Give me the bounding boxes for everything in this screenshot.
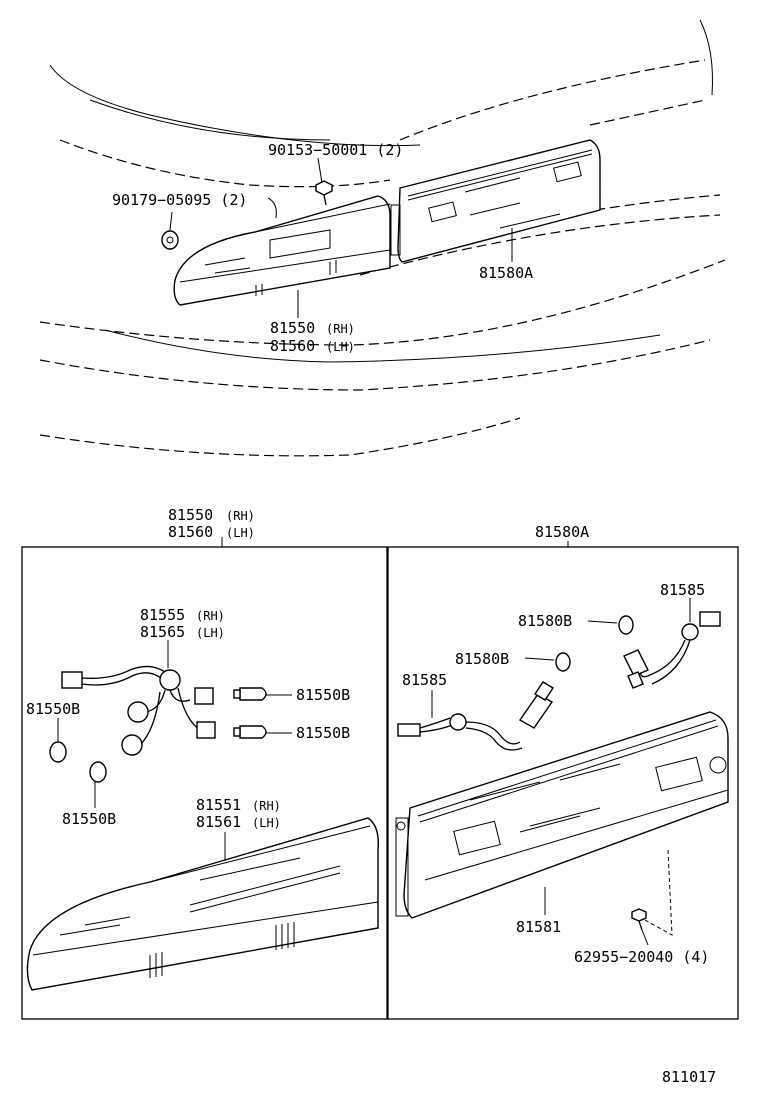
vehicle-body-outline: [39, 19, 726, 457]
right-exploded-box: [387, 546, 739, 1020]
label-right-header-81580a: 81580A: [535, 523, 589, 541]
socket-wire-right: [623, 611, 721, 689]
label-socket-rh: (RH): [196, 609, 225, 623]
label-socket-81585-right: 81585: [660, 581, 705, 599]
label-lens-81561: 81561: [196, 813, 241, 831]
screw-guide: [644, 849, 673, 936]
screw-icon: [631, 908, 647, 931]
bulb-icon: [618, 615, 634, 635]
label-socket-lh: (LH): [196, 626, 225, 640]
bulb-icon: [49, 741, 67, 763]
label-left-header-81550: 81550: [168, 506, 213, 524]
label-left-header-rh: (RH): [226, 509, 255, 523]
label-nut-90179: 90179−05095 (2): [112, 191, 247, 209]
label-bulb-81550b-b: 81550B: [296, 724, 350, 742]
bulb-icon: [555, 652, 571, 672]
diagram-number: 811017: [662, 1068, 716, 1086]
label-screw-90153: 90153−50001 (2): [268, 141, 403, 159]
label-garnish-81580a: 81580A: [479, 264, 533, 282]
label-socket-81585-left: 81585: [402, 671, 447, 689]
bulb-mid-leader: [524, 657, 555, 661]
label-socket-81565: 81565: [140, 623, 185, 641]
label-lamp-lh: (LH): [326, 340, 355, 354]
label-lens-rh: (RH): [252, 799, 281, 813]
screw-leader: [317, 157, 323, 184]
label-lamp-81560: 81560: [270, 337, 315, 355]
label-bulb-81550b-c: 81550B: [26, 700, 80, 718]
label-lamp-81550: 81550: [270, 319, 315, 337]
label-bulb-81580b-top: 81580B: [518, 612, 572, 630]
bulb-top-leader: [587, 620, 618, 624]
bulb-icon: [89, 761, 107, 783]
mount-stud: [267, 197, 277, 219]
bulb-icon: [233, 725, 267, 739]
rear-garnish-small: [390, 139, 601, 263]
label-lamp-rh: (RH): [326, 322, 355, 336]
nut-icon: [161, 230, 179, 250]
socket-wire-left: [397, 681, 554, 751]
label-lens-81581: 81581: [516, 918, 561, 936]
label-bulb-81550b-a: 81550B: [296, 686, 350, 704]
left-exploded-box: [21, 546, 388, 1020]
nut-leader: [169, 211, 173, 231]
label-socket-81555: 81555: [140, 606, 185, 624]
screw-icon: [315, 180, 333, 206]
label-bulb-81550b-d: 81550B: [62, 810, 116, 828]
label-screw-62955: 62955−20040 (4): [574, 948, 709, 966]
bulb-icon: [233, 687, 267, 701]
label-left-header-81560: 81560: [168, 523, 213, 541]
screw-right-leader: [641, 929, 649, 946]
label-lens-lh: (LH): [252, 816, 281, 830]
rear-combination-lamp-small: [173, 195, 391, 306]
socket-wire-harness: [61, 665, 216, 756]
label-left-header-lh: (LH): [226, 526, 255, 540]
lamp-lens: [26, 817, 379, 991]
label-lens-81551: 81551: [196, 796, 241, 814]
garnish-lens: [395, 711, 729, 919]
label-bulb-81580b-mid: 81580B: [455, 650, 509, 668]
